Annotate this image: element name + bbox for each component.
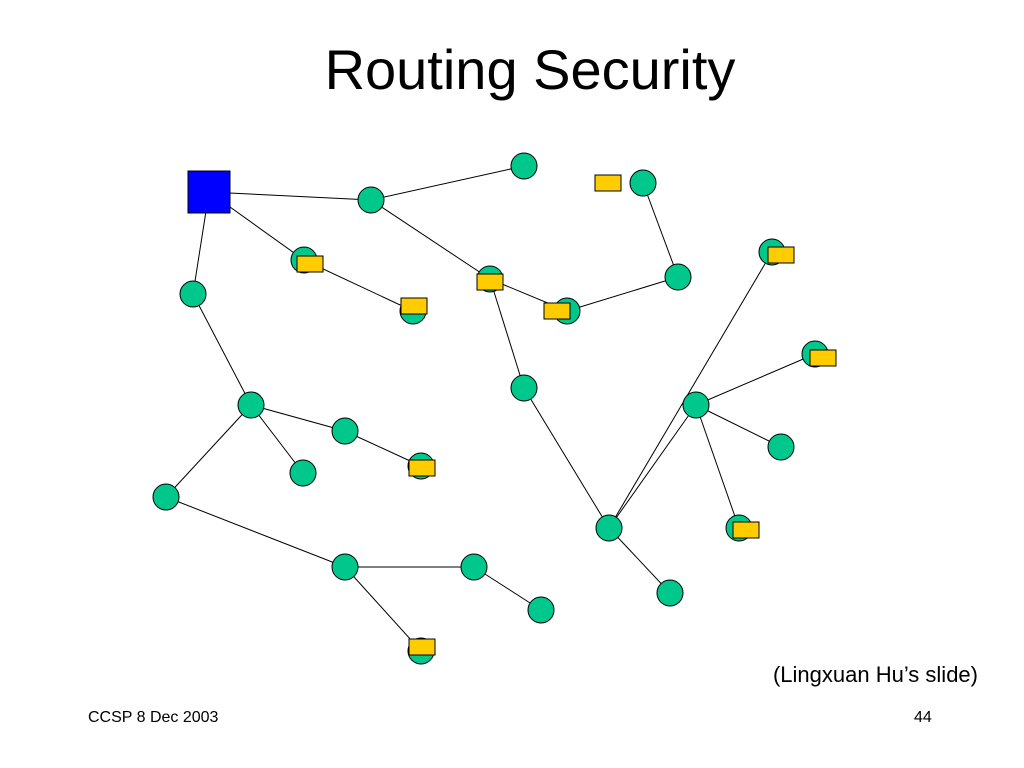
sensor-node [179,280,207,308]
compromised-marker [400,297,428,315]
link-n17-n23 [608,404,697,529]
base-station-node [187,170,231,214]
sensor-node [460,553,488,581]
sensor-node [527,596,555,624]
compromised-marker [408,638,436,656]
link-n6-n16 [489,278,525,389]
link-n17-n19 [608,251,773,529]
link-n23-n25 [695,404,782,448]
slide-title: Routing Security [324,38,736,101]
compromised-marker [296,255,324,273]
compromised-marker [732,521,760,539]
sensor-node [357,186,385,214]
sensor-node [664,263,692,291]
sensor-node [510,152,538,180]
sensor-node [656,579,684,607]
link-n16-n17 [523,387,610,529]
link-n15-n20 [566,276,679,312]
link-n10-n12 [165,496,346,568]
sensor-node [237,391,265,419]
sensor-node [595,514,623,542]
compromised-marker [408,459,436,477]
link-n12-n14 [344,566,422,652]
link-n23-n24 [695,353,816,406]
compromised-marker [594,174,622,192]
compromised-marker [476,273,504,291]
compromised-marker [767,246,795,264]
sensor-node [510,374,538,402]
sensor-node [767,433,795,461]
link-n7-n8 [250,404,346,432]
link-n23-n26 [695,404,740,529]
sensor-node [289,459,317,487]
sensor-node [331,553,359,581]
link-n8-n11 [344,430,422,467]
sensor-node [682,391,710,419]
sensor-node [331,417,359,445]
compromised-marker [809,349,837,367]
slide-credit: (Lingxuan Hu’s slide) [772,662,978,687]
link-n1-n6 [370,199,491,280]
link-n20-n21 [642,182,679,278]
link-n1-n2 [370,165,525,201]
link-n17-n18 [608,527,671,594]
link-n7-n9 [250,404,304,474]
compromised-marker [543,302,571,320]
sensor-node [152,483,180,511]
link-n7-n10 [165,404,252,498]
sensor-node [629,169,657,197]
link-n5-n7 [192,293,252,406]
link-B-n1 [208,191,372,201]
footer-text: CCSP 8 Dec 2003 [88,709,219,726]
page-number: 44 [914,709,932,726]
